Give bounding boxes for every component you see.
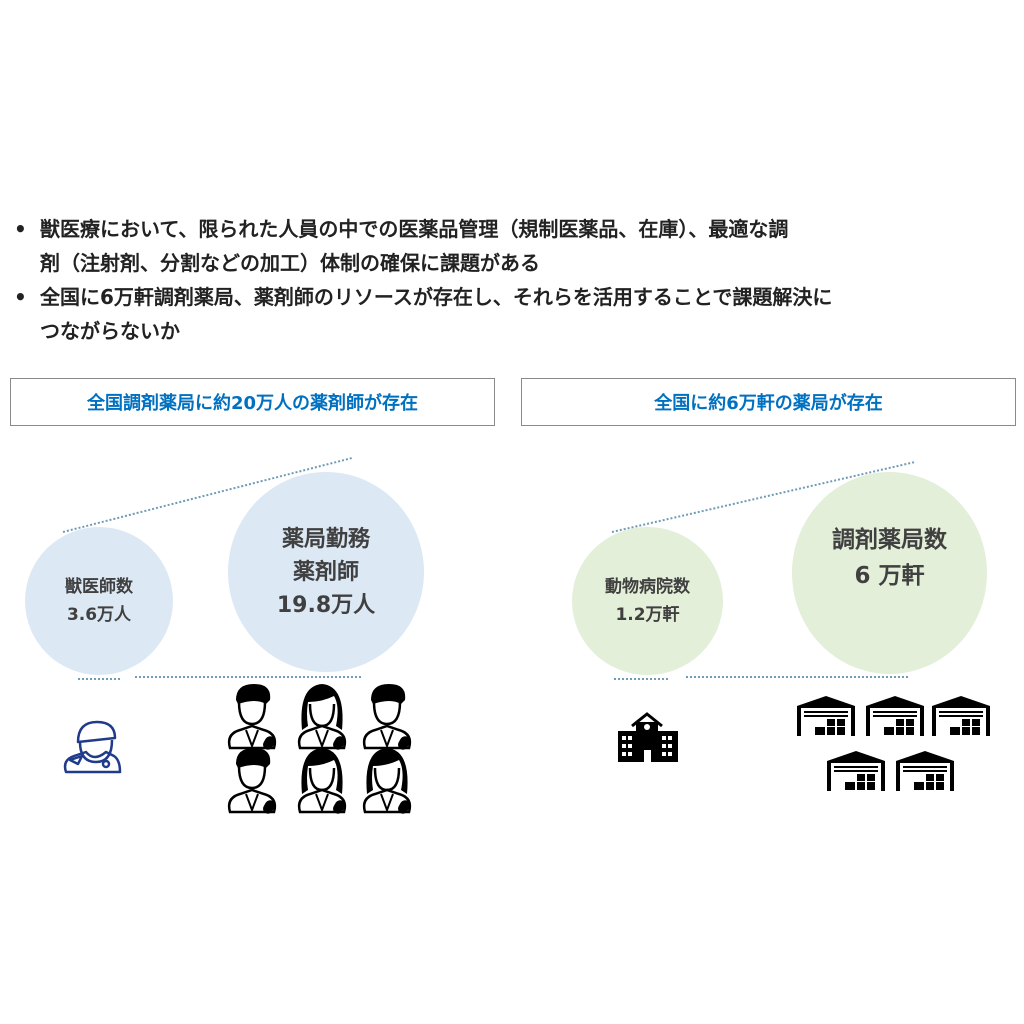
circle-value: 3.6万人 <box>66 605 132 625</box>
circle-label: 動物病院数 <box>605 577 690 597</box>
bullet-text: 全国に6万軒調剤薬局、薬剤師のリソースが存在し、それらを活用することで課題解決に… <box>40 280 832 348</box>
circle-value: 6 万軒 <box>854 563 925 589</box>
pharmacist-count-circle: 薬局勤務 薬剤師 19.8万人 <box>228 472 424 672</box>
bullet-marker: • <box>14 285 27 309</box>
bullet-text: 獣医療において、限られた人員の中での医薬品管理（規制医薬品、在庫）、最適な調剤（… <box>40 212 788 280</box>
left-panel-header: 全国調剤薬局に約20万人の薬剤師が存在 <box>10 378 495 426</box>
animal-hospital-count-circle: 動物病院数 1.2万軒 <box>572 527 723 675</box>
bullet-line: つながらないか <box>40 319 180 343</box>
circle-label: 調剤薬局数 <box>832 527 947 553</box>
bullet-line: 全国に6万軒調剤薬局、薬剤師のリソースが存在し、それらを活用することで課題解決に <box>40 285 833 309</box>
circle-value: 1.2万軒 <box>615 605 680 625</box>
bullet-marker: • <box>14 217 27 241</box>
bullet-item: • 全国に6万軒調剤薬局、薬剤師のリソースが存在し、それらを活用することで課題解決… <box>14 280 1019 348</box>
pharmacy-count-circle: 調剤薬局数 6 万軒 <box>792 472 987 674</box>
bullet-list: • 獣医療において、限られた人員の中での医薬品管理（規制医薬品、在庫）、最適な調剤… <box>14 212 1019 348</box>
circle-label: 薬局勤務 <box>281 526 370 552</box>
circle-label: 獣医師数 <box>65 577 133 597</box>
vet-count-circle: 獣医師数 3.6万人 <box>25 527 173 675</box>
right-panel-header: 全国に約6万軒の薬局が存在 <box>521 378 1016 426</box>
circle-value: 19.8万人 <box>276 592 376 618</box>
bullet-line: 獣医療において、限られた人員の中での医薬品管理（規制医薬品、在庫）、最適な調 <box>40 217 789 241</box>
bullet-line: 剤（注射剤、分割などの加工）体制の確保に課題がある <box>40 251 540 275</box>
bullet-item: • 獣医療において、限られた人員の中での医薬品管理（規制医薬品、在庫）、最適な調剤… <box>14 212 1019 280</box>
circle-label: 薬剤師 <box>292 559 359 585</box>
